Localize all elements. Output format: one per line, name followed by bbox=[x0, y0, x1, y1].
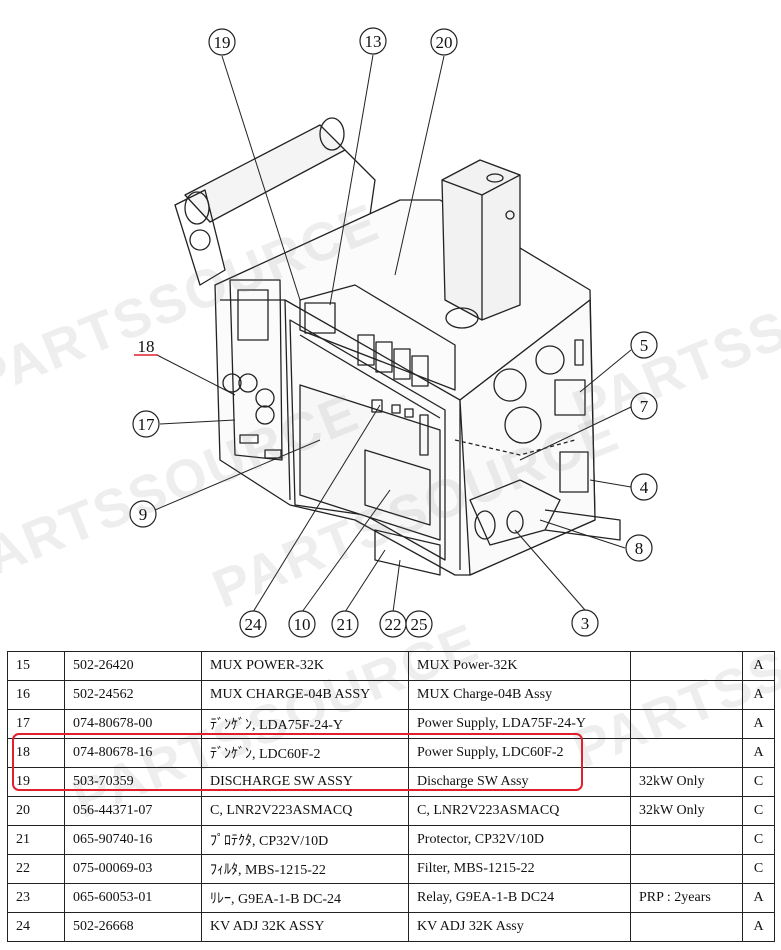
bottom-motor bbox=[374, 479, 621, 576]
part-description: Power Supply, LDA75F-24-Y bbox=[408, 709, 631, 739]
part-name: MUX POWER-32K bbox=[201, 651, 409, 681]
part-number: 074-80678-00 bbox=[64, 709, 202, 739]
top-tower bbox=[441, 159, 521, 329]
part-name: ﾃﾞﾝｹﾞﾝ, LDA75F-24-Y bbox=[201, 709, 409, 739]
row-number: 19 bbox=[7, 767, 65, 797]
callout-17: 17 bbox=[138, 415, 156, 434]
part-class: A bbox=[742, 680, 775, 710]
part-class: A bbox=[742, 883, 775, 913]
callout-8: 8 bbox=[635, 539, 644, 558]
relay-board bbox=[299, 284, 456, 391]
part-description: Protector, CP32V/10D bbox=[408, 825, 631, 855]
part-remark bbox=[630, 680, 743, 710]
part-name: KV ADJ 32K ASSY bbox=[201, 912, 409, 942]
callout-25: 25 bbox=[411, 615, 428, 634]
part-description: KV ADJ 32K Assy bbox=[408, 912, 631, 942]
part-remark: PRP : 2years bbox=[630, 883, 743, 913]
part-remark bbox=[630, 854, 743, 884]
right-side-panel bbox=[459, 299, 596, 576]
part-class: A bbox=[742, 709, 775, 739]
part-number: 502-26668 bbox=[64, 912, 202, 942]
part-number: 056-44371-07 bbox=[64, 796, 202, 826]
main-pcb bbox=[299, 384, 441, 541]
part-remark bbox=[630, 651, 743, 681]
part-description: MUX Charge-04B Assy bbox=[408, 680, 631, 710]
row-number: 20 bbox=[7, 796, 65, 826]
part-number: 074-80678-16 bbox=[64, 738, 202, 768]
part-description: Filter, MBS-1215-22 bbox=[408, 854, 631, 884]
part-remark bbox=[630, 709, 743, 739]
part-class: C bbox=[742, 796, 775, 826]
part-name: C, LNR2V223ASMACQ bbox=[201, 796, 409, 826]
part-class: C bbox=[742, 767, 775, 797]
part-description: Discharge SW Assy bbox=[408, 767, 631, 797]
part-number: 502-26420 bbox=[64, 651, 202, 681]
callout-4: 4 bbox=[640, 478, 649, 497]
part-description: MUX Power-32K bbox=[408, 651, 631, 681]
part-remark: 32kW Only bbox=[630, 796, 743, 826]
callout-9: 9 bbox=[139, 505, 148, 524]
part-number: 503-70359 bbox=[64, 767, 202, 797]
callout-13: 13 bbox=[365, 32, 382, 51]
callout-21: 21 bbox=[337, 615, 354, 634]
row-number: 24 bbox=[7, 912, 65, 942]
part-remark bbox=[630, 825, 743, 855]
part-class: A bbox=[742, 651, 775, 681]
part-remark: 32kW Only bbox=[630, 767, 743, 797]
part-class: C bbox=[742, 854, 775, 884]
part-name: DISCHARGE SW ASSY bbox=[201, 767, 409, 797]
row-number: 23 bbox=[7, 883, 65, 913]
callout-7: 7 bbox=[640, 397, 649, 416]
callout-20: 20 bbox=[436, 33, 453, 52]
callout-10: 10 bbox=[294, 615, 311, 634]
part-name: ﾘﾚｰ, G9EA-1-B DC-24 bbox=[201, 883, 409, 913]
part-class: A bbox=[742, 912, 775, 942]
row-number: 16 bbox=[7, 680, 65, 710]
assembly-diagram: 19 13 20 17 9 5 7 4 8 3 24 10 21 22 25 1… bbox=[129, 27, 658, 638]
callout-5: 5 bbox=[640, 336, 649, 355]
part-class: C bbox=[742, 825, 775, 855]
callout-24: 24 bbox=[245, 615, 263, 634]
row-number: 21 bbox=[7, 825, 65, 855]
row-number: 22 bbox=[7, 854, 65, 884]
part-description: C, LNR2V223ASMACQ bbox=[408, 796, 631, 826]
callout-19: 19 bbox=[214, 33, 231, 52]
part-number: 075-00069-03 bbox=[64, 854, 202, 884]
callout-22: 22 bbox=[385, 615, 402, 634]
part-description: Power Supply, LDC60F-2 bbox=[408, 738, 631, 768]
row-number: 18 bbox=[7, 738, 65, 768]
part-number: 502-24562 bbox=[64, 680, 202, 710]
row-number: 17 bbox=[7, 709, 65, 739]
roller-assembly bbox=[174, 117, 376, 286]
part-name: ﾌﾟﾛﾃｸﾀ, CP32V/10D bbox=[201, 825, 409, 855]
part-class: A bbox=[742, 738, 775, 768]
part-remark bbox=[630, 738, 743, 768]
row-number: 15 bbox=[7, 651, 65, 681]
part-remark bbox=[630, 912, 743, 942]
part-description: Relay, G9EA-1-B DC24 bbox=[408, 883, 631, 913]
part-name: MUX CHARGE-04B ASSY bbox=[201, 680, 409, 710]
callout-3: 3 bbox=[581, 614, 590, 633]
part-name: ﾃﾞﾝｹﾞﾝ, LDC60F-2 bbox=[201, 738, 409, 768]
part-name: ﾌｨﾙﾀ, MBS-1215-22 bbox=[201, 854, 409, 884]
part-number: 065-60053-01 bbox=[64, 883, 202, 913]
part-number: 065-90740-16 bbox=[64, 825, 202, 855]
left-side-board bbox=[222, 279, 283, 461]
callout-18: 18 bbox=[138, 337, 155, 356]
